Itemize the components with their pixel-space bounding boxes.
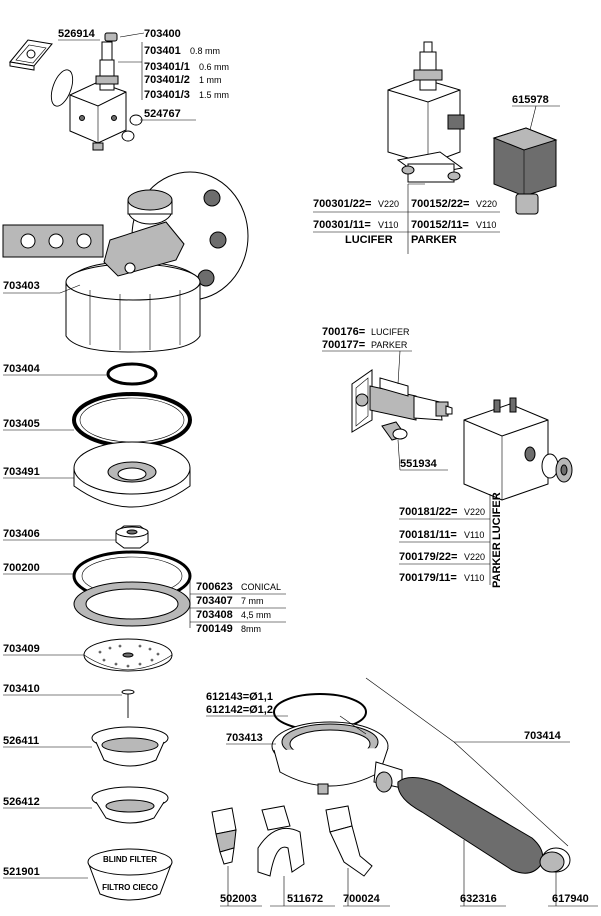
shower-screen-703409 bbox=[83, 638, 173, 672]
label-703410: 703410 bbox=[3, 683, 40, 695]
label-617940: 617940 bbox=[552, 893, 589, 905]
double-spout-511672 bbox=[257, 805, 305, 877]
filtro-cieco-text: FILTRO CIECO bbox=[102, 883, 158, 892]
label-700181-22-volt: V220 bbox=[464, 507, 485, 517]
label-700149: 700149 bbox=[196, 623, 233, 635]
label-703491: 703491 bbox=[3, 466, 40, 478]
label-700179-22: 700179/22= bbox=[399, 551, 457, 563]
label-703401-3: 703401/3 bbox=[144, 89, 190, 101]
label-703409: 703409 bbox=[3, 643, 40, 655]
label-703406: 703406 bbox=[3, 528, 40, 540]
label-703401-2: 703401/2 bbox=[144, 74, 190, 86]
label-703405: 703405 bbox=[3, 418, 40, 430]
label-700623-type: CONICAL bbox=[241, 582, 281, 592]
label-703407-size: 7 mm bbox=[241, 596, 264, 606]
portafilter-body-703413 bbox=[271, 721, 403, 795]
label-612142: 612142=Ø1,2 bbox=[206, 704, 273, 716]
label-parker-side: PARKER bbox=[491, 542, 503, 588]
group-head-703403 bbox=[65, 171, 249, 353]
spout-502003 bbox=[211, 807, 237, 865]
nozzle-703400 bbox=[104, 32, 118, 42]
label-703400: 703400 bbox=[144, 28, 181, 40]
filter-basket-526412 bbox=[91, 786, 169, 824]
label-700181-22: 700181/22= bbox=[399, 506, 457, 518]
stack-parts: BLIND FILTER FILTRO CIECO bbox=[72, 362, 192, 901]
shower-holder-703491 bbox=[73, 441, 191, 508]
label-526412: 526412 bbox=[3, 796, 40, 808]
gasket-703405 bbox=[72, 392, 192, 448]
label-lucifer-side: LUCIFER bbox=[491, 492, 503, 540]
end-cap-617940 bbox=[539, 847, 571, 873]
label-511672: 511672 bbox=[287, 893, 323, 905]
label-703403: 703403 bbox=[3, 280, 40, 292]
gasket-703407 bbox=[73, 581, 191, 627]
label-parker-top: PARKER bbox=[411, 234, 457, 246]
coil-700181 bbox=[463, 397, 573, 501]
label-700177-brand: PARKER bbox=[371, 340, 408, 350]
label-703413: 703413 bbox=[226, 732, 263, 744]
label-526914: 526914 bbox=[58, 28, 96, 40]
label-551934: 551934 bbox=[400, 458, 438, 470]
label-700179-22-volt: V220 bbox=[464, 552, 485, 562]
label-703401-1: 703401/1 bbox=[144, 61, 190, 73]
nut-703406 bbox=[115, 525, 149, 549]
label-703404: 703404 bbox=[3, 363, 41, 375]
label-700623: 700623 bbox=[196, 581, 233, 593]
label-700301-22-volt: V220 bbox=[378, 199, 399, 209]
filter-basket-526411 bbox=[91, 726, 169, 767]
label-703407: 703407 bbox=[196, 595, 233, 607]
label-700181-11-volt: V110 bbox=[464, 530, 484, 540]
gasket-703404 bbox=[106, 362, 158, 386]
label-526411: 526411 bbox=[3, 735, 39, 747]
label-700179-11: 700179/11= bbox=[399, 572, 457, 584]
blind-filter-text: BLIND FILTER bbox=[103, 855, 157, 864]
o-ring-large-526914 bbox=[50, 69, 74, 107]
label-703414: 703414 bbox=[524, 730, 562, 742]
gasket-plate-526914 bbox=[9, 39, 53, 71]
o-ring-524767-b bbox=[121, 130, 135, 142]
label-521901: 521901 bbox=[3, 866, 40, 878]
label-700152-11: 700152/11= bbox=[411, 219, 469, 231]
label-700181-11: 700181/11= bbox=[399, 529, 457, 541]
screw-551934 bbox=[381, 421, 408, 441]
label-703401-1-size: 0.6 mm bbox=[199, 62, 229, 72]
label-700149-size: 8mm bbox=[241, 624, 261, 634]
spout-700024 bbox=[325, 805, 373, 877]
label-703408: 703408 bbox=[196, 609, 233, 621]
label-502003: 502003 bbox=[220, 893, 257, 905]
label-700152-22-volt: V220 bbox=[476, 199, 497, 209]
label-700179-11-volt: V110 bbox=[464, 573, 484, 583]
label-703401-2-size: 1 mm bbox=[199, 75, 222, 85]
label-524767: 524767 bbox=[144, 108, 181, 120]
label-700152-11-volt: V110 bbox=[476, 220, 496, 230]
label-700024: 700024 bbox=[343, 893, 381, 905]
label-700152-22: 700152/22= bbox=[411, 198, 469, 210]
label-700176-brand: LUCIFER bbox=[371, 327, 410, 337]
solenoid-valve bbox=[387, 41, 465, 183]
label-703408-size: 4,5 mm bbox=[241, 610, 271, 620]
label-lucifer-top: LUCIFER bbox=[345, 234, 393, 246]
label-700177: 700177= bbox=[322, 339, 365, 351]
label-700301-22: 700301/22= bbox=[313, 198, 371, 210]
screw-703410 bbox=[121, 689, 135, 718]
label-700200: 700200 bbox=[3, 562, 40, 574]
valve-block bbox=[69, 41, 127, 151]
label-703401-size: 0.8 mm bbox=[190, 46, 220, 56]
bracket-plate-703403 bbox=[2, 224, 104, 258]
label-615978: 615978 bbox=[512, 94, 549, 106]
label-700301-11: 700301/11= bbox=[313, 219, 371, 231]
label-612143: 612143=Ø1,1 bbox=[206, 691, 273, 703]
label-703401: 703401 bbox=[144, 45, 181, 57]
coil-connector-615978 bbox=[492, 127, 558, 215]
blind-filter-521901: BLIND FILTER FILTRO CIECO bbox=[87, 848, 173, 901]
label-700176: 700176= bbox=[322, 326, 365, 338]
label-703401-3-size: 1.5 mm bbox=[199, 90, 229, 100]
label-632316: 632316 bbox=[460, 893, 497, 905]
handle-632316 bbox=[397, 777, 544, 874]
valve-stem-700176 bbox=[351, 369, 453, 433]
label-700301-11-volt: V110 bbox=[378, 220, 398, 230]
